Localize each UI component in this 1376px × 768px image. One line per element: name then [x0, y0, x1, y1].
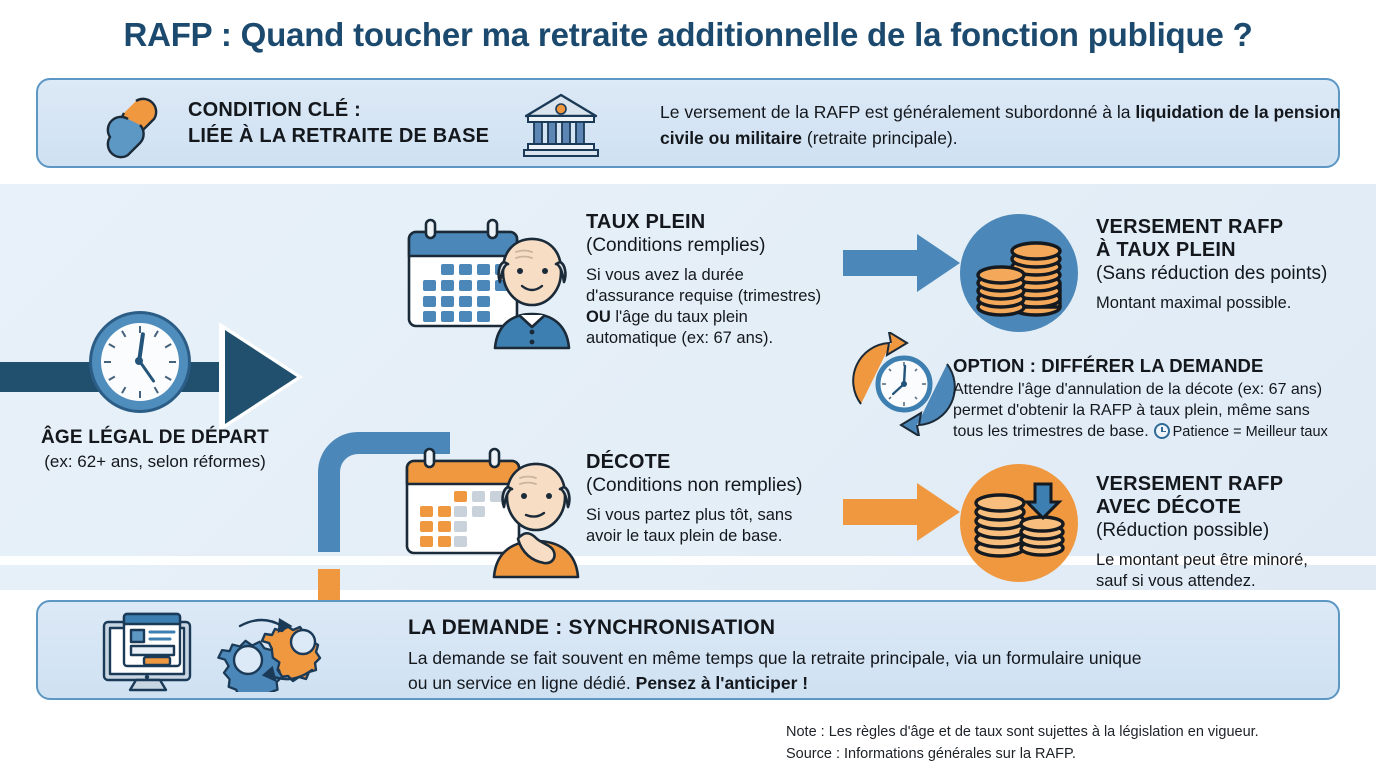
result-bottom-note-1: Le montant peut être minoré,	[1096, 551, 1308, 569]
cycle-clock-icon	[852, 332, 956, 436]
result-bottom-note-2: sauf si vous attendez.	[1096, 572, 1256, 591]
option-heading: OPTION : DIFFÉRER LA DEMANDE	[953, 355, 1264, 376]
blue-right-arrow-icon	[843, 234, 960, 292]
result-bottom-note: Le montant peut être minoré, sauf si vou…	[1096, 550, 1376, 592]
key-condition-text-bold: liquidation de la pension civile ou mili…	[660, 102, 1341, 149]
taux-plein-body-1: Si vous avez la durée	[586, 266, 744, 284]
taux-plein-text-block: TAUX PLEIN (Conditions remplies) Si vous…	[586, 211, 886, 349]
result-top-subheading: (Sans réduction des points)	[1096, 263, 1328, 284]
decote-heading: DÉCOTE	[586, 451, 671, 473]
coin-stacks-down-arrow-icon	[974, 482, 1065, 558]
timeline-arrow-head	[225, 330, 297, 424]
result-top-text-block: VERSEMENT RAFP À TAUX PLEIN (Sans réduct…	[1096, 216, 1376, 314]
footer-source: Source : Informations générales sur la R…	[786, 745, 1076, 762]
decote-body-1: Si vous partez plus tôt, sans	[586, 506, 793, 524]
result-bottom-circle	[960, 464, 1078, 582]
calendar-senior-man-icon	[407, 218, 571, 350]
page-title: RAFP : Quand toucher ma retraite additio…	[123, 16, 1253, 53]
demand-text-2-bold: Pensez à l'anticiper !	[635, 672, 809, 693]
demand-panel: LA DEMANDE : SYNCHRONISATION La demande …	[36, 600, 1340, 700]
demand-text-1: La demande se fait souvent en même temps…	[408, 648, 1142, 668]
result-top-circle	[960, 214, 1078, 332]
calendar-worried-man-icon	[405, 447, 580, 579]
result-bottom-subheading: (Réduction possible)	[1096, 520, 1270, 541]
result-bottom-text-block: VERSEMENT RAFP AVEC DÉCOTE (Réduction po…	[1096, 473, 1376, 592]
decote-subheading: (Conditions non remplies)	[586, 475, 803, 496]
start-label-sub: (ex: 62+ ans, selon réformes)	[44, 452, 266, 471]
option-body-2: permet d'obtenir la RAFP à taux plein, m…	[953, 401, 1310, 419]
decote-body: Si vous partez plus tôt, sans avoir le t…	[586, 505, 886, 547]
result-bottom-heading-2: AVEC DÉCOTE	[1096, 496, 1242, 518]
demand-icons	[102, 612, 322, 692]
option-body-1: Attendre l'âge d'annulation de la décote…	[953, 381, 1323, 398]
key-condition-text-after: (retraite principale).	[802, 128, 958, 149]
option-body: Attendre l'âge d'annulation de la décote…	[953, 380, 1376, 442]
key-condition-text-before: Le versement de la RAFP est généralement…	[660, 102, 1136, 122]
bank-building-icon	[523, 93, 599, 157]
key-condition-title-line2: LIÉE À LA RETRAITE DE BASE	[188, 125, 490, 148]
branch-connector-top	[318, 432, 450, 552]
footer-note: Note : Les règles d'âge et de taux sont …	[786, 724, 1259, 740]
result-top-heading-1: VERSEMENT RAFP	[1096, 216, 1284, 238]
key-condition-panel: CONDITION CLÉ : LIÉE À LA RETRAITE DE BA…	[36, 78, 1341, 168]
taux-plein-heading: TAUX PLEIN	[586, 211, 706, 233]
result-top-note: Montant maximal possible.	[1096, 294, 1292, 312]
demand-text: La demande se fait souvent en même temps…	[408, 646, 1318, 696]
footer-notes: Note : Les règles d'âge et de taux sont …	[786, 722, 1376, 766]
option-body-3: tous les trimestres de base.	[953, 422, 1149, 440]
key-condition-title: CONDITION CLÉ : LIÉE À LA RETRAITE DE BA…	[188, 97, 489, 150]
result-top-heading-2: À TAUX PLEIN	[1096, 239, 1236, 261]
demand-title: LA DEMANDE : SYNCHRONISATION	[408, 616, 776, 639]
option-badge-text: Patience = Meilleur taux	[1172, 423, 1328, 440]
start-label-main: ÂGE LÉGAL DE DÉPART	[41, 427, 269, 448]
taux-plein-body-2: d'assurance requise (trimestres)	[586, 287, 822, 306]
taux-plein-subheading: (Conditions remplies)	[586, 235, 766, 256]
decote-body-2: avoir le taux plein de base.	[586, 527, 783, 546]
gears-sync-icon	[217, 624, 322, 692]
result-bottom-heading-1: VERSEMENT RAFP	[1096, 473, 1284, 495]
option-defer-block: OPTION : DIFFÉRER LA DEMANDE Attendre l'…	[953, 355, 1376, 442]
orange-right-arrow-icon	[843, 483, 960, 541]
band-divider-line	[0, 556, 1376, 565]
taux-plein-body-3-bold: OU	[586, 308, 611, 327]
desktop-form-icon	[102, 612, 192, 692]
link-chain-icon	[106, 97, 158, 159]
taux-plein-body-4: automatique (ex: 67 ans).	[586, 329, 774, 348]
start-label: ÂGE LÉGAL DE DÉPART (ex: 62+ ans, selon …	[0, 427, 310, 472]
demand-text-2: ou un service en ligne dédié.	[408, 672, 636, 693]
key-condition-text: Le versement de la RAFP est généralement…	[660, 99, 1360, 152]
clock-icon	[92, 314, 188, 410]
taux-plein-body-3: l'âge du taux plein	[610, 308, 748, 327]
taux-plein-body: Si vous avez la durée d'assurance requis…	[586, 265, 886, 349]
decote-text-block: DÉCOTE (Conditions non remplies) Si vous…	[586, 451, 886, 547]
flow-band: ÂGE LÉGAL DE DÉPART (ex: 62+ ans, selon …	[0, 184, 1376, 689]
small-clock-icon	[1153, 422, 1170, 439]
coin-stacks-icon	[976, 241, 1062, 317]
key-condition-title-line1: CONDITION CLÉ :	[188, 99, 361, 121]
